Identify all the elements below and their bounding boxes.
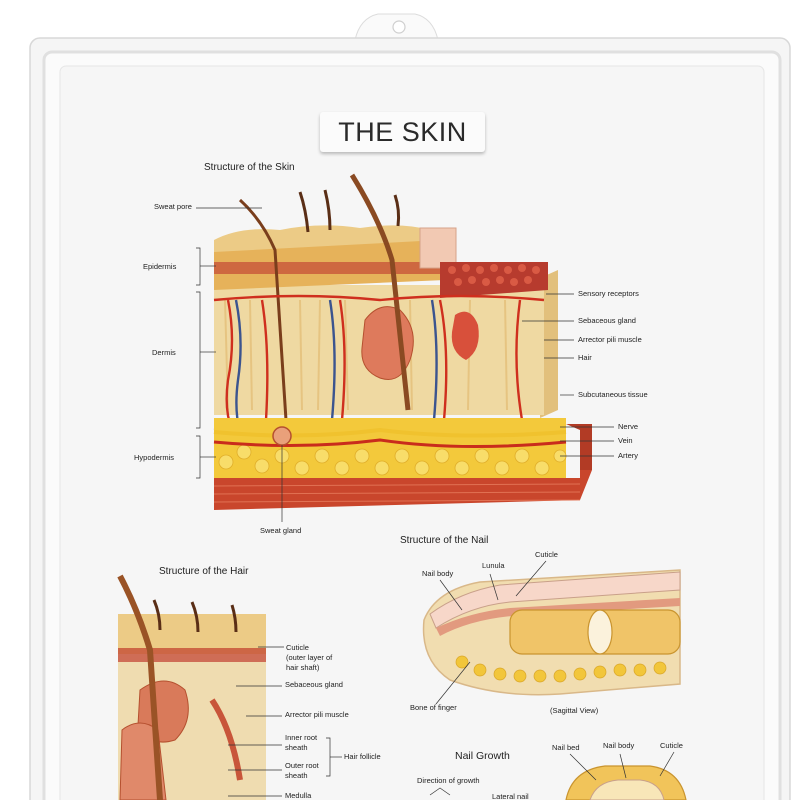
hypodermis-artery bbox=[213, 438, 567, 449]
hypodermis-nerve bbox=[213, 427, 567, 438]
nail-bed-band bbox=[436, 598, 680, 636]
hair-shaft-2 bbox=[298, 191, 310, 233]
skin-cut-flap bbox=[419, 227, 457, 269]
label-nail-body: Nail body bbox=[422, 569, 454, 578]
label-hair-cuticle-2: (outer layer of bbox=[286, 653, 333, 662]
section-title-hair: Structure of the Hair bbox=[159, 566, 249, 577]
label-sweat-pore: Sweat pore bbox=[154, 202, 192, 211]
nail-growth-nail bbox=[589, 779, 665, 800]
hair-shaft-main bbox=[349, 173, 411, 411]
label-hair-cuticle-3: hair shaft) bbox=[286, 663, 320, 672]
label-hair-cuticle-1: Cuticle bbox=[286, 643, 309, 652]
label-growth-nail-bed: Nail bed bbox=[552, 743, 580, 752]
label-nerve: Nerve bbox=[618, 422, 639, 431]
label-arrector-pili-muscle: Arrector pili muscle bbox=[578, 335, 642, 344]
label-lunula: Lunula bbox=[482, 561, 505, 570]
label-sweat-gland: Sweat gland bbox=[260, 526, 302, 535]
label-epidermis: Epidermis bbox=[143, 262, 177, 271]
label-vein: Vein bbox=[618, 436, 633, 445]
label-nail-cuticle: Cuticle bbox=[535, 550, 558, 559]
label-outer-root-1: Outer root bbox=[285, 761, 319, 770]
label-inner-root-1: Inner root bbox=[285, 733, 318, 742]
label-subcutaneous-tissue: Subcutaneous tissue bbox=[578, 390, 648, 399]
hanger-hole bbox=[392, 20, 406, 34]
label-growth-nail-body: Nail body bbox=[603, 741, 635, 750]
skin-right-step bbox=[540, 270, 558, 418]
label-hair: Hair bbox=[578, 353, 592, 362]
section-title-nail: Structure of the Nail bbox=[400, 535, 489, 546]
label-lateral-nail: Lateral nail bbox=[492, 792, 529, 801]
skin-epidermis-red-band bbox=[214, 262, 444, 274]
page-title: THE SKIN bbox=[320, 112, 485, 152]
label-outer-root-2: sheath bbox=[285, 771, 308, 780]
label-sebaceous-gland: Sebaceous gland bbox=[578, 316, 636, 325]
skin-muscle-side bbox=[566, 424, 592, 470]
label-inner-root-2: sheath bbox=[285, 743, 308, 752]
hair-shaft-large bbox=[117, 574, 163, 800]
label-artery: Artery bbox=[618, 451, 639, 460]
finger-fat bbox=[455, 655, 667, 683]
hair-shaft-small-1 bbox=[152, 599, 162, 631]
label-sagittal-view: (Sagittal View) bbox=[550, 706, 599, 715]
muscle-stripes bbox=[213, 483, 581, 503]
label-dermis: Dermis bbox=[152, 348, 176, 357]
hair-shaft-1 bbox=[238, 198, 288, 421]
label-medulla: Medulla bbox=[285, 791, 312, 800]
section-title-skin: Structure of the Skin bbox=[204, 162, 295, 173]
joint-capsule bbox=[587, 609, 613, 655]
hair-red-band bbox=[118, 648, 266, 662]
vessels-artery bbox=[213, 294, 545, 431]
label-hypodermis: Hypodermis bbox=[134, 453, 175, 462]
label-growth-cuticle: Cuticle bbox=[660, 741, 683, 750]
sebaceous-gland-shape-2 bbox=[451, 311, 479, 360]
label-hair-arrector-pili: Arrector pili muscle bbox=[285, 710, 349, 719]
label-direction-of-growth: Direction of growth bbox=[417, 776, 480, 785]
hair-shaft-3 bbox=[323, 189, 332, 231]
fat-lobules bbox=[218, 444, 567, 476]
hair-shaft-small-3 bbox=[230, 604, 238, 633]
label-hair-sebaceous-gland: Sebaceous gland bbox=[285, 680, 343, 689]
hair-shaft-4 bbox=[393, 194, 401, 227]
section-title-nail-growth: Nail Growth bbox=[455, 750, 510, 762]
hair-shaft-small-2 bbox=[190, 601, 200, 633]
label-sensory-receptors: Sensory receptors bbox=[578, 289, 639, 298]
label-hair-follicle: Hair follicle bbox=[344, 752, 381, 761]
label-bone-of-finger: Bone of finger bbox=[410, 703, 457, 712]
skin-muscle-layer bbox=[214, 424, 592, 510]
sensory-bumps bbox=[448, 264, 540, 286]
